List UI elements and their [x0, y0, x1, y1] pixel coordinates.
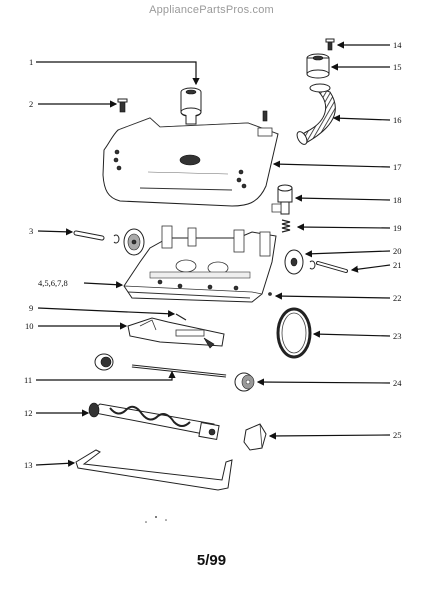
part-16-flexible-hose — [296, 83, 336, 145]
part-13-bumper — [75, 449, 233, 491]
part-21-axle — [309, 260, 348, 273]
part-18-elbow-fitting — [271, 184, 293, 215]
callout-2: 2 — [29, 99, 33, 109]
callout-23: 23 — [393, 331, 402, 341]
part-10-bottom-plate — [127, 317, 225, 349]
part-24-wheel — [234, 372, 255, 392]
callout-10: 10 — [25, 321, 34, 331]
callout-17: 17 — [393, 162, 402, 172]
part-1-swivel-neck — [180, 87, 202, 125]
callout-25: 25 — [393, 430, 402, 440]
callout-21: 21 — [393, 260, 402, 270]
part-11-rod — [131, 364, 227, 378]
part-15-hose-connector — [306, 53, 330, 79]
callout-14: 14 — [393, 40, 402, 50]
callout-24: 24 — [393, 378, 402, 388]
callout-12: 12 — [24, 408, 33, 418]
rear-wheel — [123, 228, 145, 256]
part-3-axle — [73, 230, 120, 244]
scan-specks — [145, 516, 167, 523]
part-9-lever — [175, 313, 187, 321]
callout-15: 15 — [393, 62, 402, 72]
part-2-screw — [117, 98, 128, 113]
watermark-text: AppliancePartsPros.com — [149, 4, 274, 16]
part-14-screw — [325, 38, 335, 51]
callout-1: 1 — [29, 57, 33, 67]
callout-labels: 1 2 3 4,5,6,7,8 9 10 11 12 13 14 15 16 1… — [24, 40, 402, 470]
callout-4-8: 4,5,6,7,8 — [38, 278, 68, 288]
callout-13: 13 — [24, 460, 33, 470]
part-23-belt — [276, 307, 312, 359]
callout-18: 18 — [393, 195, 402, 205]
part-25-belt-guard — [243, 423, 267, 451]
part-19-spring — [281, 219, 291, 233]
part-20-cap — [284, 249, 304, 275]
part-17-hood — [102, 117, 279, 207]
callout-3: 3 — [29, 226, 33, 236]
hood-screw — [262, 110, 268, 122]
callout-9: 9 — [29, 303, 33, 313]
callout-22: 22 — [393, 293, 402, 303]
part-12-brushroll — [88, 402, 220, 441]
callout-16: 16 — [393, 115, 402, 125]
leader-lines — [35, 41, 391, 467]
left-small-wheel — [94, 353, 114, 371]
date-code: 5/99 — [196, 552, 227, 569]
callout-19: 19 — [393, 223, 402, 233]
callout-20: 20 — [393, 246, 402, 256]
callout-11: 11 — [24, 375, 32, 385]
part-4-8-base-assembly — [123, 225, 277, 303]
